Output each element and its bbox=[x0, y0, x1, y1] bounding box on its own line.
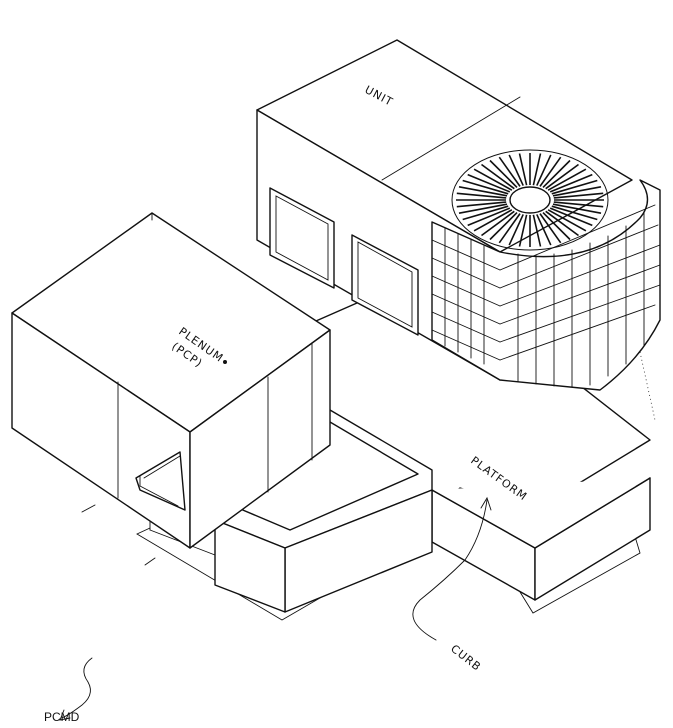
fan-blade bbox=[539, 213, 562, 244]
curb-leader bbox=[412, 499, 488, 641]
fan-blade bbox=[456, 192, 507, 199]
fan-blade bbox=[462, 179, 509, 195]
fan-blade bbox=[456, 201, 507, 208]
plenum-opening bbox=[135, 451, 186, 511]
fan-blade bbox=[462, 205, 509, 221]
fan-blade bbox=[532, 153, 542, 186]
pcmd-leader bbox=[61, 657, 93, 719]
fan-blade bbox=[498, 213, 521, 244]
fan-blade bbox=[551, 179, 598, 195]
fan-blade bbox=[553, 201, 604, 208]
fan-blade bbox=[549, 207, 593, 227]
fan-blade bbox=[542, 212, 571, 241]
plenum bbox=[11, 212, 331, 566]
fan-icon bbox=[451, 149, 609, 251]
fan-blade bbox=[536, 154, 552, 186]
fan-blade bbox=[458, 186, 508, 197]
plenum-right-face bbox=[189, 329, 331, 549]
fan-blade bbox=[508, 154, 524, 186]
fan-blade bbox=[481, 163, 515, 190]
figure-ref-label: PCMD bbox=[44, 710, 80, 724]
fan-blade bbox=[532, 214, 542, 247]
fan-blade bbox=[473, 168, 513, 191]
fan-blade bbox=[552, 203, 602, 214]
curb-label: CURB bbox=[448, 642, 484, 674]
fan-blade bbox=[545, 210, 579, 237]
fan-blade bbox=[547, 168, 587, 191]
fan-blade bbox=[539, 156, 562, 187]
leaders bbox=[59, 360, 492, 721]
curb-left-face bbox=[214, 519, 286, 613]
fan-blade bbox=[552, 186, 602, 197]
fan-blade bbox=[489, 212, 518, 241]
fan-blade bbox=[498, 156, 521, 187]
fan-blade bbox=[473, 209, 513, 232]
unit-panel-right bbox=[351, 234, 419, 336]
fan-blade bbox=[467, 173, 511, 193]
fan-blade bbox=[508, 214, 524, 246]
fan-blade bbox=[542, 159, 571, 188]
fan-blade bbox=[481, 210, 515, 237]
coil-grid bbox=[431, 204, 661, 388]
fan-blade bbox=[553, 192, 604, 199]
unit bbox=[256, 39, 661, 391]
fan-blade bbox=[489, 159, 518, 188]
fan-blade bbox=[518, 153, 528, 186]
fan-blade bbox=[518, 214, 528, 247]
fan-blade bbox=[549, 173, 593, 193]
fan-blade bbox=[545, 163, 579, 190]
unit-panel-left bbox=[269, 187, 335, 289]
fan-blade bbox=[547, 209, 587, 232]
fan-blade bbox=[551, 205, 598, 221]
fan-blade bbox=[467, 207, 511, 227]
fan-blade bbox=[536, 214, 552, 246]
fan-blade bbox=[458, 203, 508, 214]
